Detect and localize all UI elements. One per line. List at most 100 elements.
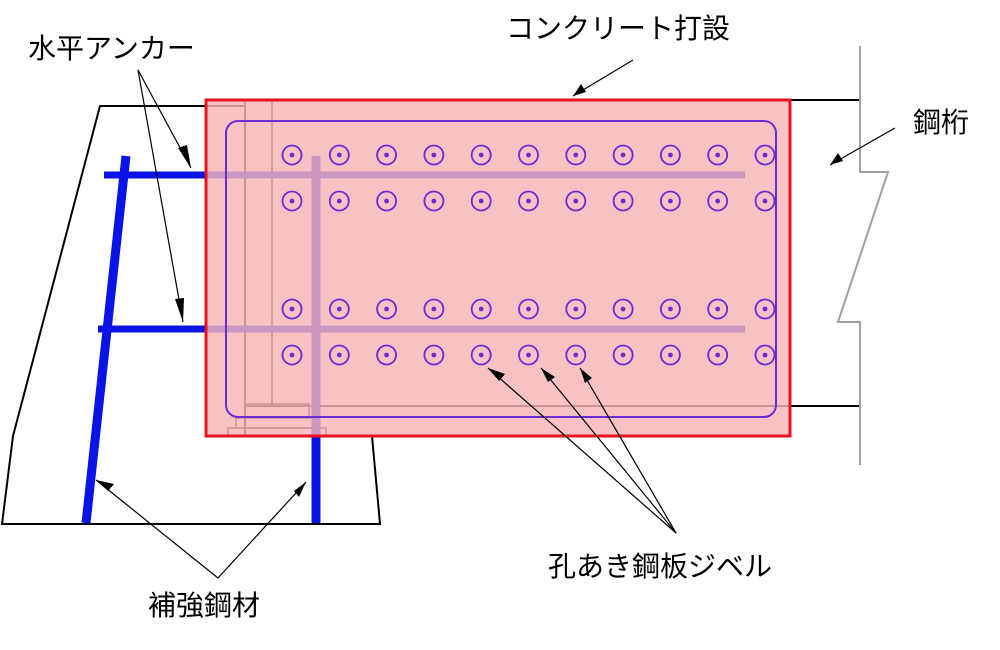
dowel-hole <box>281 144 303 166</box>
dowel-hole <box>565 298 587 320</box>
dowel-hole <box>660 344 681 366</box>
reinforcing-steel-left <box>81 155 131 524</box>
dowel-bar <box>526 198 531 204</box>
leader-lines <box>95 59 896 579</box>
dowel-bar <box>336 306 342 312</box>
dowel-hole <box>612 298 634 320</box>
dowel-bar <box>668 198 673 204</box>
dowel-hole <box>376 190 398 212</box>
dowel-bar <box>668 352 673 358</box>
dowel-bar <box>336 352 342 358</box>
dowel-hole <box>328 190 350 212</box>
dowel-bar <box>526 352 531 358</box>
perfobond-plate-outline <box>225 120 777 418</box>
dowel-bar <box>573 152 579 158</box>
dowel-bar <box>384 352 389 358</box>
dowel-bar <box>668 152 673 158</box>
dowel-bar <box>715 352 721 358</box>
dowel-hole <box>281 344 303 366</box>
dowel-bar <box>620 352 626 358</box>
dowel-hole <box>470 144 492 166</box>
dowel-bar <box>478 306 484 312</box>
concrete-placement-area <box>204 98 792 438</box>
dowel-hole <box>612 144 634 166</box>
dowel-hole <box>281 298 303 320</box>
dowel-bar <box>715 152 721 158</box>
dowel-hole <box>376 298 398 320</box>
dowel-hole <box>518 190 539 212</box>
dowel-bar <box>762 306 768 312</box>
dowel-bar <box>289 198 295 204</box>
dowel-hole <box>707 298 729 320</box>
dowel-hole <box>518 144 539 166</box>
dowel-hole <box>518 344 539 366</box>
dowel-hole <box>754 190 776 212</box>
dowel-bar <box>715 306 721 312</box>
dowel-bar <box>762 352 768 358</box>
dowel-hole <box>707 144 729 166</box>
dowel-bar <box>478 198 484 204</box>
dowel-hole <box>423 190 445 212</box>
dowel-hole-grid <box>281 144 776 366</box>
dowel-bar <box>431 306 437 312</box>
label-steel-girder: 鋼桁 <box>913 106 969 139</box>
dowel-hole <box>328 344 350 366</box>
dowel-hole <box>707 190 729 212</box>
dowel-bar <box>526 152 531 158</box>
dowel-hole <box>565 344 587 366</box>
dowel-bar <box>336 198 342 204</box>
leader-arrowheads <box>96 84 843 497</box>
dowel-hole <box>660 144 681 166</box>
dowel-bar <box>715 198 721 204</box>
dowel-bar <box>289 306 295 312</box>
dowel-bar <box>431 352 437 358</box>
dowel-bar <box>478 352 484 358</box>
dowel-bar <box>762 152 768 158</box>
dowel-hole <box>470 190 492 212</box>
dowel-hole <box>328 298 350 320</box>
dowel-bar <box>620 306 626 312</box>
dowel-bar <box>573 352 579 358</box>
dowel-bar <box>573 198 579 204</box>
dowel-hole <box>423 144 445 166</box>
dowel-hole <box>754 298 776 320</box>
dowel-hole <box>612 344 634 366</box>
dowel-bar <box>668 306 673 312</box>
dowel-hole <box>423 298 445 320</box>
dowel-bar <box>336 152 342 158</box>
dowel-hole <box>565 144 587 166</box>
dowel-bar <box>573 306 579 312</box>
dowel-hole <box>376 144 398 166</box>
label-reinforcing-steel: 補強鋼材 <box>148 589 260 622</box>
dowel-hole <box>328 144 350 166</box>
dowel-hole <box>518 298 539 320</box>
dowel-bar <box>620 152 626 158</box>
dowel-hole <box>660 190 681 212</box>
girder-break-line <box>836 46 890 465</box>
dowel-hole <box>376 344 398 366</box>
dowel-bar <box>431 152 437 158</box>
dowel-bar <box>620 198 626 204</box>
dowel-hole <box>754 144 776 166</box>
dowel-bar <box>384 198 389 204</box>
label-horizontal-anchor: 水平アンカー <box>28 32 195 65</box>
dowel-hole <box>423 344 445 366</box>
dowel-bar <box>289 152 295 158</box>
dowel-hole <box>470 344 492 366</box>
dowel-hole <box>470 298 492 320</box>
dowel-bar <box>384 306 389 312</box>
label-perfobond: 孔あき鋼板ジベル <box>548 550 772 583</box>
dowel-bar <box>478 152 484 158</box>
dowel-hole <box>754 344 776 366</box>
dowel-bar <box>289 352 295 358</box>
dowel-hole <box>565 190 587 212</box>
dowel-hole <box>660 298 681 320</box>
dowel-bar <box>526 306 531 312</box>
dowel-hole <box>612 190 634 212</box>
dowel-hole <box>707 344 729 366</box>
dowel-bar <box>431 198 437 204</box>
dowel-hole <box>281 190 303 212</box>
dowel-bar <box>762 198 768 204</box>
